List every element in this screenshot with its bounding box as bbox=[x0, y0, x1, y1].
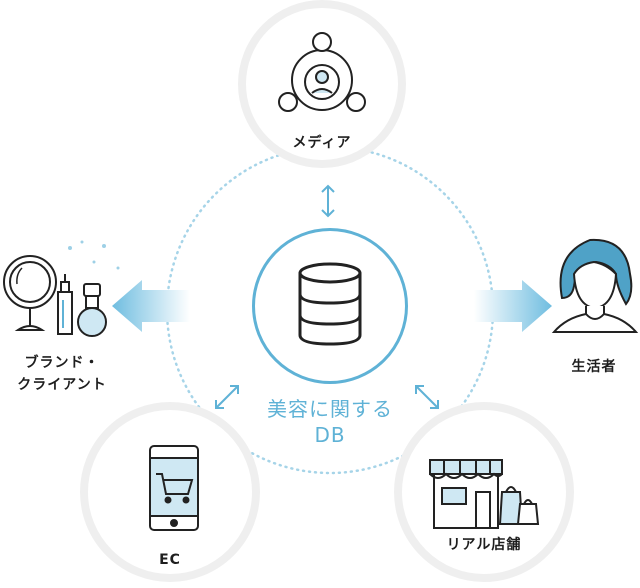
smartphone-cart-icon bbox=[149, 445, 199, 531]
cosmetics-icon bbox=[3, 240, 120, 337]
ec-node: EC bbox=[80, 402, 260, 582]
brand-client-label: ブランド・ クライアント bbox=[0, 352, 124, 396]
person-icon bbox=[551, 238, 639, 333]
arrow-store-db bbox=[415, 385, 439, 409]
media-node: メディア bbox=[238, 0, 406, 168]
storefront-icon bbox=[429, 459, 540, 529]
database-title-line2: DB bbox=[314, 423, 346, 447]
database-icon bbox=[298, 262, 362, 346]
arrow-ec-db bbox=[215, 385, 239, 409]
store-node: リアル店舗 bbox=[394, 402, 574, 582]
database-title: 美容に関する DB bbox=[230, 396, 430, 448]
database-node bbox=[252, 228, 408, 384]
database-title-line1: 美容に関する bbox=[267, 397, 393, 421]
arrow-to-brand bbox=[112, 280, 190, 332]
brand-client-label-line1: ブランド・ bbox=[24, 355, 100, 371]
arrow-media-db bbox=[321, 184, 335, 218]
ec-label: EC bbox=[159, 552, 181, 568]
media-label: メディア bbox=[292, 135, 352, 151]
brand-client-label-line2: クライアント bbox=[17, 377, 107, 393]
consumer-label: 生活者 bbox=[571, 359, 617, 375]
store-label: リアル店舗 bbox=[446, 537, 522, 553]
arrow-to-consumer bbox=[474, 280, 552, 332]
network-person-icon bbox=[278, 32, 366, 112]
